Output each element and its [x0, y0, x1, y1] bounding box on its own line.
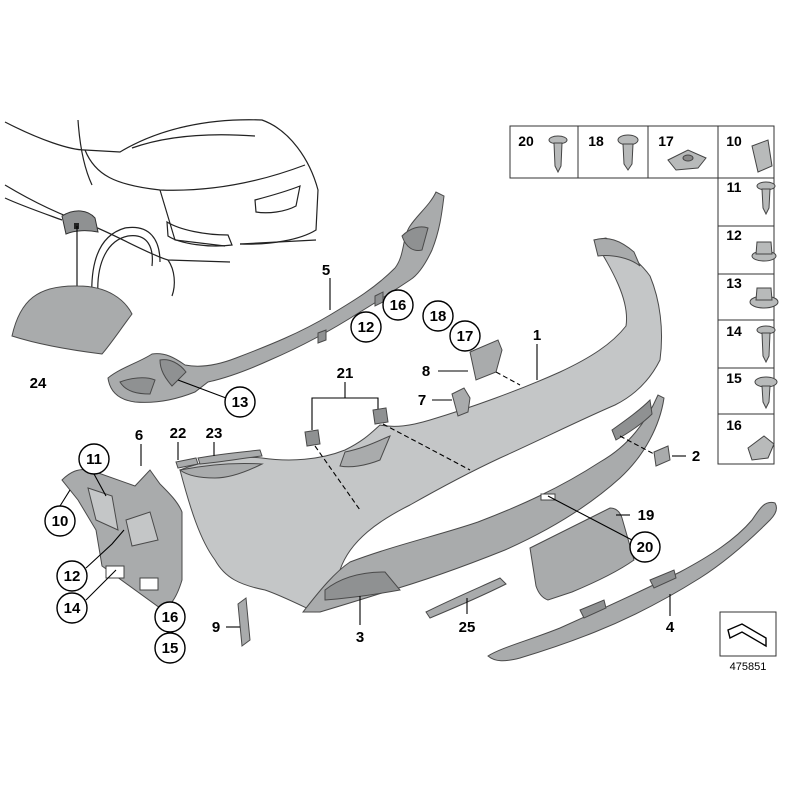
part-9-reflector [237, 597, 251, 647]
part-24-protective-film [11, 285, 133, 355]
label-4: 4 [666, 619, 675, 636]
label-21: 21 [337, 365, 354, 382]
table-label-12: 12 [726, 227, 742, 243]
label-8: 8 [422, 363, 430, 380]
label-5: 5 [322, 262, 330, 279]
label-1: 1 [533, 327, 541, 344]
part-8-mount [469, 339, 503, 381]
table-label-13: 13 [726, 275, 742, 291]
label-17-mount: 17 [457, 328, 474, 345]
table-label-20: 20 [518, 133, 534, 149]
clip-16-icon [747, 435, 775, 461]
fastener-table: 20 18 17 10 11 12 13 14 15 16 [509, 125, 779, 465]
label-16-bracket: 16 [162, 609, 179, 626]
label-18-mount: 18 [430, 308, 447, 325]
table-label-16: 16 [726, 417, 742, 433]
car-outline-illustration [4, 119, 319, 301]
screw-11-icon [756, 181, 776, 216]
part-3-diffuser [301, 394, 665, 613]
part-22-strip [175, 457, 199, 469]
label-12-carrier: 12 [358, 319, 375, 336]
label-12-bracket: 12 [64, 568, 81, 585]
part-25-bracket-strip [425, 577, 507, 619]
label-6: 6 [135, 427, 143, 444]
nut-12-icon [751, 241, 777, 262]
screw-20-icon [548, 135, 568, 174]
screw-14-icon [756, 325, 776, 364]
label-16-carrier: 16 [390, 297, 407, 314]
label-23: 23 [206, 425, 223, 442]
label-7: 7 [418, 392, 426, 409]
table-label-11: 11 [727, 179, 742, 195]
table-label-10: 10 [726, 133, 742, 149]
part-19-license-plate-base [529, 507, 635, 601]
part-2-clip [653, 445, 671, 467]
part-23-strip [197, 449, 263, 465]
label-19: 19 [638, 507, 655, 524]
nut-13-icon [749, 287, 779, 309]
view-orientation-box [719, 611, 777, 657]
table-label-18: 18 [588, 133, 604, 149]
label-20-plate: 20 [637, 539, 654, 556]
label-11-bracket: 11 [86, 451, 102, 468]
label-10-bracket: 10 [52, 513, 69, 530]
label-14-bracket: 14 [64, 600, 81, 617]
clip-17-icon [667, 149, 707, 171]
label-24: 24 [30, 375, 47, 392]
label-2: 2 [692, 448, 700, 465]
label-25: 25 [459, 619, 476, 636]
label-13-carrier: 13 [232, 394, 249, 411]
label-3: 3 [356, 629, 364, 646]
part-7-mount [451, 387, 471, 417]
label-22: 22 [170, 425, 187, 442]
table-label-15: 15 [726, 370, 742, 386]
reference-number: 475851 [730, 661, 767, 673]
clip-10-icon [751, 139, 773, 173]
screw-18-icon [617, 134, 639, 171]
label-9: 9 [212, 619, 220, 636]
table-label-17: 17 [658, 133, 674, 149]
label-15-bracket: 15 [162, 640, 179, 657]
screw-15-icon [754, 376, 778, 410]
table-label-14: 14 [726, 323, 742, 339]
part-4-lower-trim [487, 501, 777, 662]
